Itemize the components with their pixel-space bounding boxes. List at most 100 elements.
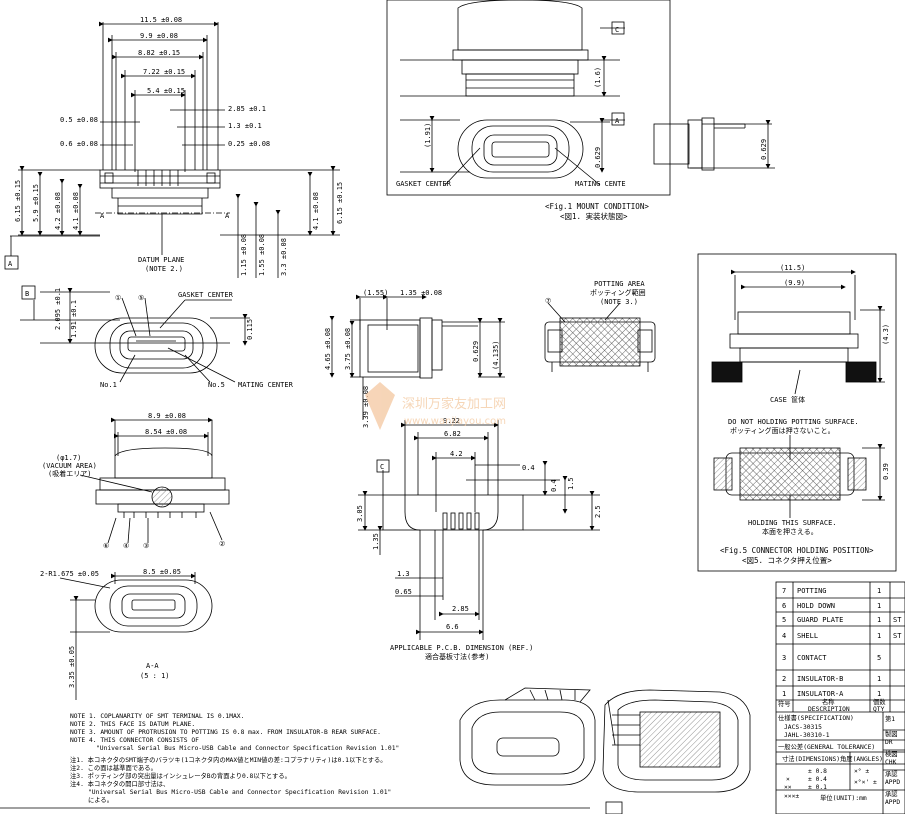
note-jp-3: 注3. ポッティング部の突出量はインシュレータBの背面より0.8以下とする。	[70, 771, 291, 780]
dim-v-4-1: 4.1 ±0.08	[72, 192, 80, 230]
note-4-spec: "Universal Serial Bus Micro-USB Cable an…	[96, 745, 399, 752]
note2-label: (NOTE 2.)	[145, 265, 183, 273]
dim-11-5-fig5: (11.5)	[780, 264, 805, 272]
dim-6-82: 6.82	[444, 430, 461, 438]
tol-x2: ××	[784, 784, 792, 791]
dim-9-9: 9.9 ±0.08	[140, 32, 178, 40]
tb-r7: APPD	[885, 779, 900, 786]
gasket-center-fig1: GASKET CENTER	[396, 180, 452, 188]
bom-row-mat: ST	[893, 616, 902, 624]
dim-v-5-9: 5.9 ±0.15	[32, 184, 40, 222]
bom-row-no: 7	[782, 587, 786, 595]
section-mark-a-left: A	[100, 212, 105, 220]
bom-row-no: 3	[782, 654, 786, 662]
front-view-b	[20, 288, 250, 383]
bom-row-qty: 1	[877, 587, 881, 595]
mating-cente-fig1: MATING CENTE	[575, 180, 626, 188]
dim-11-5: 11.5 ±0.08	[140, 16, 182, 24]
datum-b-box	[21, 285, 36, 300]
dim-1-3: 1.3 ±0.1	[228, 122, 262, 130]
dim-3-05: 3.05	[356, 505, 364, 522]
dim-0-629-side2: 0.629	[472, 341, 480, 362]
do-not-hold-jp: ポッティング面は押さないこと。	[730, 426, 835, 435]
bom-row-name: SHELL	[797, 632, 818, 640]
dim-1-5: 1.5	[567, 477, 575, 490]
datum-b-label: B	[25, 290, 29, 298]
bom-row-no: 6	[782, 602, 786, 610]
dim-9-9-fig5: (9.9)	[784, 279, 805, 287]
datum-plane-label: DATUM PLANE	[138, 256, 184, 264]
callout-6: ⑥	[103, 542, 109, 550]
dim-tol-label: 寸法(DIMENSIONS)	[782, 754, 840, 763]
ang-tol-label: 角度(ANGLES)	[840, 754, 883, 763]
callout-7: ⑦	[545, 297, 551, 305]
bom-text: 7 POTTING 1 6 HOLD DOWN 1 5 GUARD PLATE …	[778, 587, 902, 806]
callout-4: ④	[123, 542, 129, 550]
fig1-mount-condition	[386, 0, 775, 196]
callout-2: ②	[219, 540, 225, 548]
tb-r6: 承認	[885, 769, 898, 778]
dim-3-75: 3.75 ±0.08	[344, 328, 352, 370]
dim-8-82: 8.82 ±0.15	[138, 49, 180, 57]
dim-0-5: 0.5 ±0.08	[60, 116, 98, 124]
tol-4: ×××±	[784, 793, 799, 800]
section-aa-scale: (5 : 1)	[140, 672, 170, 680]
note-jp-4-spec: "Universal Serial Bus Micro-USB Cable an…	[88, 789, 391, 796]
bom-header-qty: QTY	[873, 706, 885, 713]
dim-0-6: 0.6 ±0.08	[60, 140, 98, 148]
bom-header-no: 符号	[778, 699, 791, 708]
fig1-caption-jp: <図1. 実装状態図>	[560, 211, 628, 221]
dim-9-22: 9.22	[443, 417, 460, 425]
callout-3: ③	[143, 542, 149, 550]
do-not-hold-label: DO NOT HOLDING POTTING SURFACE.	[728, 418, 859, 426]
dim-0-4-v: 0.4	[550, 479, 558, 492]
tol-1: ± 0.8	[808, 768, 827, 775]
dim-3-35: 3.35 ±0.05	[68, 646, 76, 688]
dim-v-4-1-r: 4.1 ±0.08	[312, 192, 320, 230]
holding-surface-label: HOLDING THIS SURFACE.	[748, 519, 837, 527]
dim-2-85: 2.85 ±0.1	[228, 105, 266, 113]
callout-5: ⑤	[138, 294, 144, 302]
bom-row-no: 4	[782, 632, 786, 640]
tb-r9: APPD	[885, 799, 900, 806]
dim-8-5: 8.5 ±0.05	[143, 568, 181, 576]
dim-1-3-pcb: 1.3	[397, 570, 410, 578]
potting-view	[544, 302, 656, 372]
tb-r1: 第1	[885, 714, 895, 723]
dim-2-5: 2.5	[594, 505, 602, 518]
pcb-caption-jp: 適合基板寸法(参考)	[425, 652, 489, 661]
datum-c-box-1	[611, 21, 625, 35]
bom-table	[775, 581, 905, 814]
tb-r4: 検図	[885, 749, 898, 758]
dim-0-4: 0.4	[522, 464, 535, 472]
callout-1: ①	[115, 294, 121, 302]
notes-block: NOTE 1. COPLANARITY OF SMT TERMINAL IS 0…	[70, 713, 399, 804]
note-jp-2: 注2. この面は基準面である。	[70, 763, 157, 772]
bom-row-qty: 1	[877, 675, 881, 683]
dim-1-91-b: 1.91 ±0.1	[70, 300, 78, 338]
case-label: CASE 筐体	[770, 395, 805, 404]
tolerance-label: 一般公差(GENERAL TOLERANCE)	[778, 742, 875, 751]
holding-surface-jp: 本面を押さえる。	[762, 527, 818, 536]
dim-4-65: 4.65 ±0.08	[324, 328, 332, 370]
spec-label: 仕様書(SPECIFICATION)	[778, 713, 854, 722]
note-3: NOTE 3. AMOUNT OF PROTRUSION TO POTTING …	[70, 729, 381, 736]
dim-0-25: 0.25 ±0.08	[228, 140, 270, 148]
fig1-caption: <Fig.1 MOUNT CONDITION>	[545, 202, 649, 211]
fig5-caption-jp: <図5. コネクタ押え位置>	[742, 555, 832, 565]
dim-0-65: 0.65	[395, 588, 412, 596]
dim-4-2: 4.2	[450, 450, 463, 458]
no1-label: No.1	[100, 381, 117, 389]
dim-5-4: 5.4 ±0.15	[147, 87, 185, 95]
dim-v-1-15: 1.15 ±0.08	[240, 234, 248, 276]
tb-r2: 製図	[885, 729, 898, 738]
bom-row-mat: ST	[893, 632, 902, 640]
dim-0-629: 0.629	[594, 147, 602, 168]
datum-c-box-2	[376, 459, 390, 473]
dim-1-6: (1.6)	[594, 67, 602, 88]
ang-1: ×° ±	[854, 767, 869, 775]
section-mark-a-right: A	[225, 212, 230, 220]
dim-1-55: (1.55)	[363, 289, 388, 297]
iso-view-rear	[602, 689, 751, 793]
bom-row-name: GUARD PLATE	[797, 616, 843, 624]
